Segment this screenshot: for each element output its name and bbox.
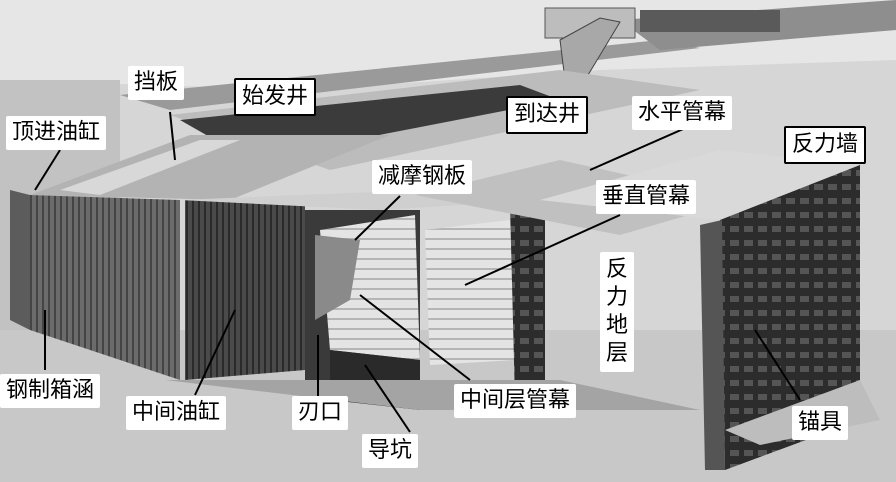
label-reaction-wall: 反力墙 xyxy=(784,126,867,164)
reaction-wall-side xyxy=(700,220,725,470)
leader-horizontal xyxy=(589,125,691,171)
culvert-mid-face xyxy=(185,200,305,380)
label-anchorage: 锚具 xyxy=(792,406,849,440)
culvert-left-edge xyxy=(10,190,30,330)
label-reaction-stratum: 反力地层 xyxy=(600,252,634,372)
label-middle-layer-pipe-roof: 中间层管幕 xyxy=(454,384,577,418)
leader-middle-layer xyxy=(359,294,471,381)
leader-friction xyxy=(354,195,401,241)
label-vertical-pipe-roof: 垂直管幕 xyxy=(596,180,697,214)
leader-cylinder xyxy=(194,309,236,396)
leader-baffle xyxy=(169,111,176,161)
train xyxy=(640,10,780,32)
label-horizontal-pipe-roof: 水平管幕 xyxy=(632,96,733,130)
label-cutting-edge: 刃口 xyxy=(292,396,349,430)
culvert-left-face xyxy=(30,195,180,380)
label-jacking-cylinder: 顶进油缸 xyxy=(6,116,107,150)
leader-lines xyxy=(34,111,801,433)
leader-vertical xyxy=(464,214,621,286)
label-baffle: 挡板 xyxy=(128,66,185,100)
label-arrival-shaft: 到达井 xyxy=(506,96,589,134)
leader-anchor xyxy=(754,329,801,401)
label-steel-box-culvert: 钢制箱涵 xyxy=(0,374,101,408)
leader-jacking xyxy=(34,149,61,191)
leader-pilot xyxy=(364,364,411,433)
label-middle-cylinder: 中间油缸 xyxy=(126,396,227,430)
vertical-pipe-roof-dark xyxy=(510,200,545,400)
label-pilot-tunnel: 导坑 xyxy=(362,434,419,468)
vertical-pipe-roof xyxy=(425,220,515,365)
culvert-top-lines xyxy=(60,140,240,195)
label-launch-shaft: 始发井 xyxy=(234,78,317,116)
label-friction-reduction-plate: 减摩钢板 xyxy=(372,160,473,194)
cutting-edge-ramp xyxy=(315,235,360,320)
